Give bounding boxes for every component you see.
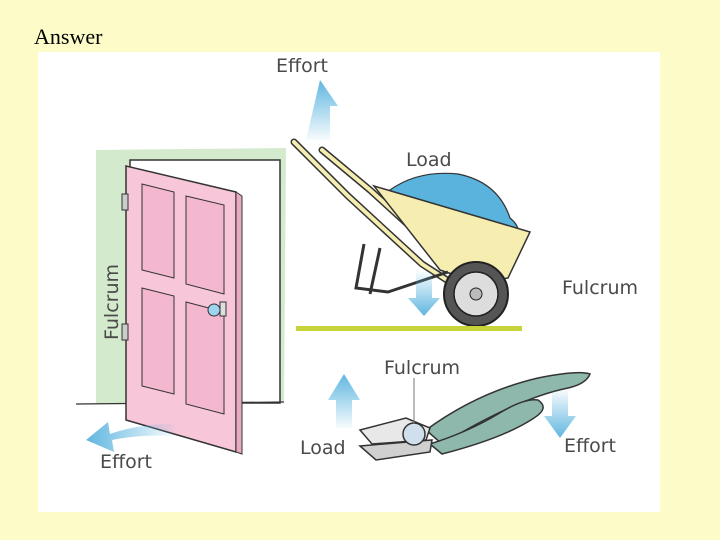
wheelbarrow-load-label: Load xyxy=(406,149,452,171)
wheelbarrow-illustration xyxy=(290,80,532,331)
load-arrow-down-icon xyxy=(408,272,440,316)
door-edge xyxy=(235,191,243,455)
barrow-wheel-axle xyxy=(469,287,483,301)
door-inset-bottom-left xyxy=(141,287,175,395)
door-effort-label: Effort xyxy=(100,451,152,473)
door-fulcrum-label: Fulcrum xyxy=(101,264,123,340)
door-hinge-top xyxy=(121,193,129,211)
door-latch xyxy=(219,301,227,317)
barrow-leg-2 xyxy=(368,247,382,295)
pliers-load-arrow-up-icon xyxy=(328,374,360,428)
pliers-pivot-icon xyxy=(402,422,426,446)
pliers-load-label: Load xyxy=(300,437,346,459)
levers-diagram: Fulcrum Effort Effort Load Fulcrum Fulcr… xyxy=(75,55,638,473)
pliers-effort-label: Effort xyxy=(564,435,616,457)
door-knob-icon xyxy=(207,303,221,317)
pliers-handle-lower xyxy=(428,399,544,455)
effort-arrow-up-icon xyxy=(306,80,338,140)
wheelbarrow-fulcrum-label: Fulcrum xyxy=(562,277,638,299)
pliers-effort-arrow-down-icon xyxy=(544,390,576,438)
slide-title: Answer xyxy=(34,24,103,49)
door-illustration xyxy=(75,148,286,455)
diagram-panel: Fulcrum Effort Effort Load Fulcrum Fulcr… xyxy=(38,52,660,512)
pliers-fulcrum-label: Fulcrum xyxy=(384,357,460,379)
pliers-illustration xyxy=(328,371,591,461)
door-inset-top-left xyxy=(141,183,175,279)
door-inset-top-right xyxy=(185,195,225,295)
door-effort-arrow-icon xyxy=(86,422,174,452)
wheelbarrow-effort-label: Effort xyxy=(276,55,328,77)
door-inset-bottom-right xyxy=(185,301,225,415)
ground-line xyxy=(296,326,522,331)
door-hinge-bottom xyxy=(121,323,129,341)
